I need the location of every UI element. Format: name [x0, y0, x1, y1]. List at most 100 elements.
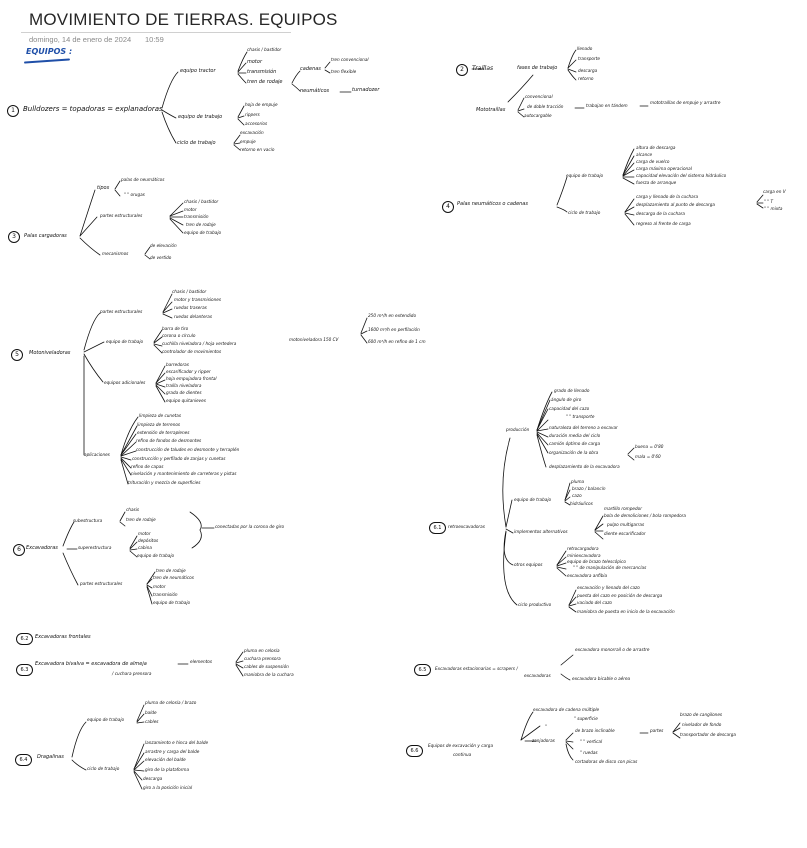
connector — [119, 511, 126, 522]
connector — [622, 155, 635, 176]
connector — [517, 97, 525, 111]
connector — [672, 722, 681, 733]
leaf: buena = 0'80 — [635, 444, 664, 449]
leaf: cabina — [138, 545, 152, 550]
page-title[interactable]: MOVIMIENTO DE TIERRAS. EQUIPOS — [29, 10, 338, 29]
connector — [324, 69, 331, 74]
page-date: domingo, 14 de enero de 2024 — [29, 35, 132, 44]
node: otros equipos — [514, 562, 543, 567]
section-number: 6.4 — [15, 754, 32, 766]
node: ciclo de trabajo — [177, 140, 216, 146]
leaf: convencional — [525, 94, 553, 99]
leaf: transmisión — [247, 69, 277, 75]
connector — [155, 372, 166, 384]
heading-underline — [23, 58, 71, 64]
section-number: 6 — [13, 544, 25, 556]
leaf: mototraíllas de empuje y arrastre — [650, 100, 721, 105]
leaf: transmisión — [184, 214, 209, 219]
node-root: Palas neumáticos o cadenas — [457, 201, 528, 207]
node-root-cont: excavadoras — [524, 673, 551, 678]
connector — [79, 216, 98, 237]
leaf: de elevación — [150, 243, 177, 248]
leaf: carga de vuelco — [636, 159, 670, 164]
node: implementos alternativos — [514, 529, 568, 534]
leaf: excavadora de cadena múltiple — [533, 707, 600, 712]
leaf: empuje — [240, 139, 256, 144]
node: aplicaciones — [84, 452, 110, 457]
connector — [133, 743, 145, 770]
leaf: palas de neumáticos — [121, 177, 165, 182]
connector — [324, 61, 331, 69]
leaf: mala = 0'60 — [635, 454, 661, 459]
leaf: chasis / bastidor — [172, 289, 207, 294]
connector — [162, 313, 173, 319]
leaf: excavadora anfibia — [567, 573, 608, 578]
connector — [155, 383, 166, 388]
connector — [594, 531, 604, 540]
node: equipo de trabajo — [87, 717, 125, 722]
connector — [556, 206, 568, 213]
connector — [672, 727, 681, 733]
leaf: construcción y perfilado de zanjas y cun… — [132, 456, 226, 461]
leaf: cazo — [572, 493, 582, 498]
node: equipo de trabajo — [106, 339, 144, 344]
leaf: " " vertical — [580, 739, 603, 744]
leaf: vaciado del cazo — [577, 600, 612, 605]
connector — [129, 550, 138, 558]
leaf: equipo de trabajo — [153, 600, 191, 605]
connector — [556, 176, 568, 206]
leaf: autocargable — [524, 113, 552, 118]
connector — [622, 148, 635, 176]
leaf: naturaleza del terreno a excavar — [549, 425, 618, 430]
leaf: camión óptimo de carga — [549, 441, 601, 446]
leaf: ruedas delanteras — [174, 314, 212, 319]
leaf: grada de dientes — [166, 390, 202, 395]
leaf: cables de suspensión — [244, 664, 289, 669]
connector — [237, 115, 245, 119]
node: partes estructurales — [100, 213, 143, 218]
leaf: fuerza de arranque — [636, 180, 677, 185]
node-root: Dragalinas — [37, 754, 64, 760]
connector — [672, 732, 681, 739]
leaf: hidráulicos — [570, 501, 593, 506]
leaf: puesta del cazo en posición de descarga — [577, 593, 663, 598]
connector — [556, 550, 567, 566]
node-root: retroexcavadoras — [448, 524, 485, 529]
connector — [235, 660, 244, 664]
leaf: " " T — [764, 199, 774, 204]
connector — [120, 425, 138, 456]
leaf: cuchara prensora — [244, 656, 281, 661]
leaf: altura de descarga — [636, 145, 676, 150]
connector — [237, 51, 248, 72]
leaf: motor — [138, 531, 151, 536]
node: mecanismos — [102, 251, 129, 256]
connector — [146, 578, 153, 585]
connector — [536, 408, 549, 431]
connector — [169, 202, 184, 217]
leaf: carga máxima operacional — [636, 166, 692, 171]
title-divider — [21, 32, 291, 33]
connector — [146, 584, 153, 589]
leaf: conectadas por la corona de giro — [215, 524, 285, 529]
node: tipos — [97, 185, 110, 191]
connector — [153, 336, 163, 344]
connector — [622, 162, 635, 177]
leaf: capacidad elevación del sistema hidráuli… — [636, 173, 727, 178]
connector — [83, 312, 101, 351]
connector — [567, 68, 577, 73]
page-time: 10:59 — [145, 35, 164, 44]
connector — [62, 521, 75, 547]
leaf: turnadozer — [352, 87, 380, 93]
leaf: nivelador de fondo — [682, 722, 722, 727]
node-root: Bulldozers = topadoras = explanadoras — [23, 105, 163, 113]
connector — [627, 447, 635, 455]
connector — [291, 70, 301, 84]
leaf: corona o círculo — [162, 333, 196, 338]
section-number: 6.1 — [429, 522, 446, 534]
connector — [627, 454, 635, 461]
connector — [133, 760, 145, 771]
section-number: 6.5 — [414, 664, 431, 676]
connector — [83, 341, 105, 353]
leaf: barredoras — [166, 362, 189, 367]
